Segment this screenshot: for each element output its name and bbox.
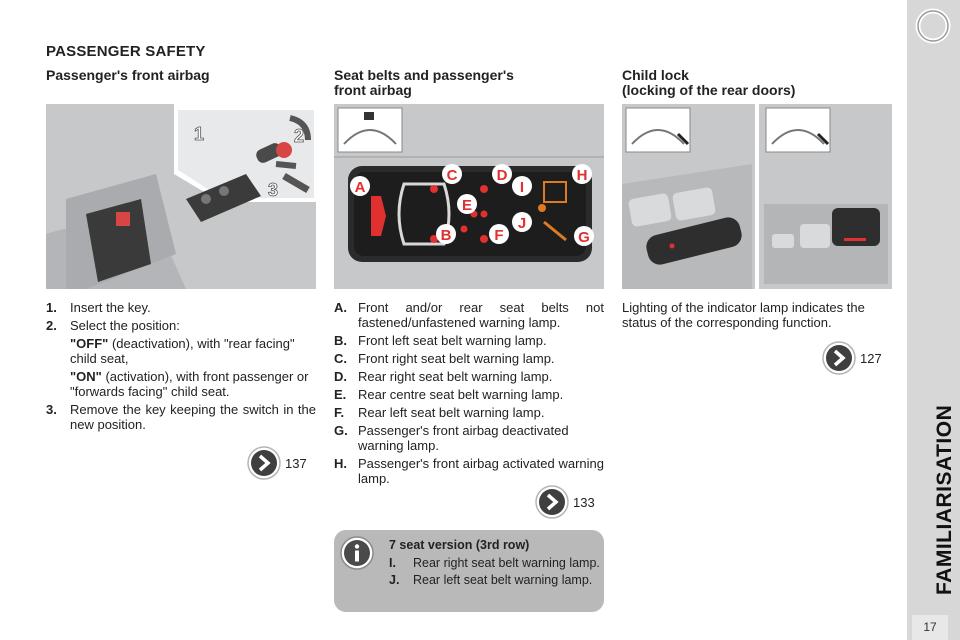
chevron-right-icon: [247, 446, 281, 480]
list-item: H.Passenger's front airbag activated war…: [334, 456, 604, 486]
figure-label-3: 3: [268, 180, 278, 200]
child-lock-text: Lighting of the indicator lamp indicates…: [622, 300, 865, 330]
list-item: I.Rear right seat belt warning lamp.: [389, 556, 600, 570]
list-item: J.Rear left seat belt warning lamp.: [389, 573, 593, 587]
figure-label-2: 2: [294, 126, 304, 146]
page-reference-133[interactable]: 133: [535, 485, 595, 519]
list-item: 3. Remove the key keeping the switch in …: [46, 402, 316, 432]
section-title: PASSENGER SAFETY: [46, 43, 206, 60]
info-icon: [340, 536, 374, 570]
figure-label-d: D: [497, 167, 508, 184]
info-title: 7 seat version (3rd row): [389, 538, 530, 552]
figure-child-lock: [622, 104, 892, 289]
list-item: B.Front left seat belt warning lamp.: [334, 333, 547, 348]
list-item: 1. Insert the key.: [46, 300, 151, 315]
figure-label-h: H: [577, 167, 588, 184]
page-reference-137[interactable]: 137: [247, 446, 307, 480]
list-item: E.Rear centre seat belt warning lamp.: [334, 387, 564, 402]
info-box: [334, 530, 604, 612]
figure-seat-belt-panel: A B C D E F G H I J: [334, 104, 604, 289]
chapter-sidebar: [907, 0, 960, 640]
page-number: 17: [912, 615, 948, 640]
figure-label-c: C: [447, 167, 458, 184]
figure-label-f: F: [494, 227, 503, 244]
chapter-label: FAMILIARISATION: [933, 404, 956, 595]
warning-lamp-list: A.Front and/or rear seat belts not faste…: [334, 300, 604, 489]
figure-label-1: 1: [194, 124, 204, 144]
off-option: "OFF" (deactivation), with "rear facing"…: [70, 336, 295, 366]
list-item: G.Passenger's front airbag deactivated w…: [334, 423, 569, 453]
page-reference-127[interactable]: 127: [822, 341, 882, 375]
list-item: 2. Select the position:: [46, 318, 180, 333]
heading-child-lock: Child lock(locking of the rear doors): [622, 67, 796, 98]
list-item: D.Rear right seat belt warning lamp.: [334, 369, 553, 384]
figure-label-j: J: [518, 215, 526, 232]
airbag-steps: 1. Insert the key. 2. Select the positio…: [46, 300, 316, 435]
figure-airbag-switch: 1 2 3: [46, 104, 316, 289]
list-item: F.Rear left seat belt warning lamp.: [334, 405, 545, 420]
chevron-right-icon: [822, 341, 856, 375]
figure-label-i: I: [520, 179, 524, 196]
list-item: C.Front right seat belt warning lamp.: [334, 351, 555, 366]
list-item: A.Front and/or rear seat belts not faste…: [334, 300, 604, 330]
chapter-ring-icon: [915, 8, 951, 44]
on-option: "ON" (activation), with front passenger …: [70, 369, 309, 399]
info-list: I.Rear right seat belt warning lamp. J.R…: [389, 556, 601, 590]
figure-label-g: G: [578, 229, 590, 246]
figure-label-b: B: [441, 227, 452, 244]
figure-label-a: A: [355, 179, 366, 196]
heading-front-airbag: Passenger's front airbag: [46, 67, 210, 83]
chevron-right-icon: [535, 485, 569, 519]
figure-label-e: E: [462, 197, 472, 214]
